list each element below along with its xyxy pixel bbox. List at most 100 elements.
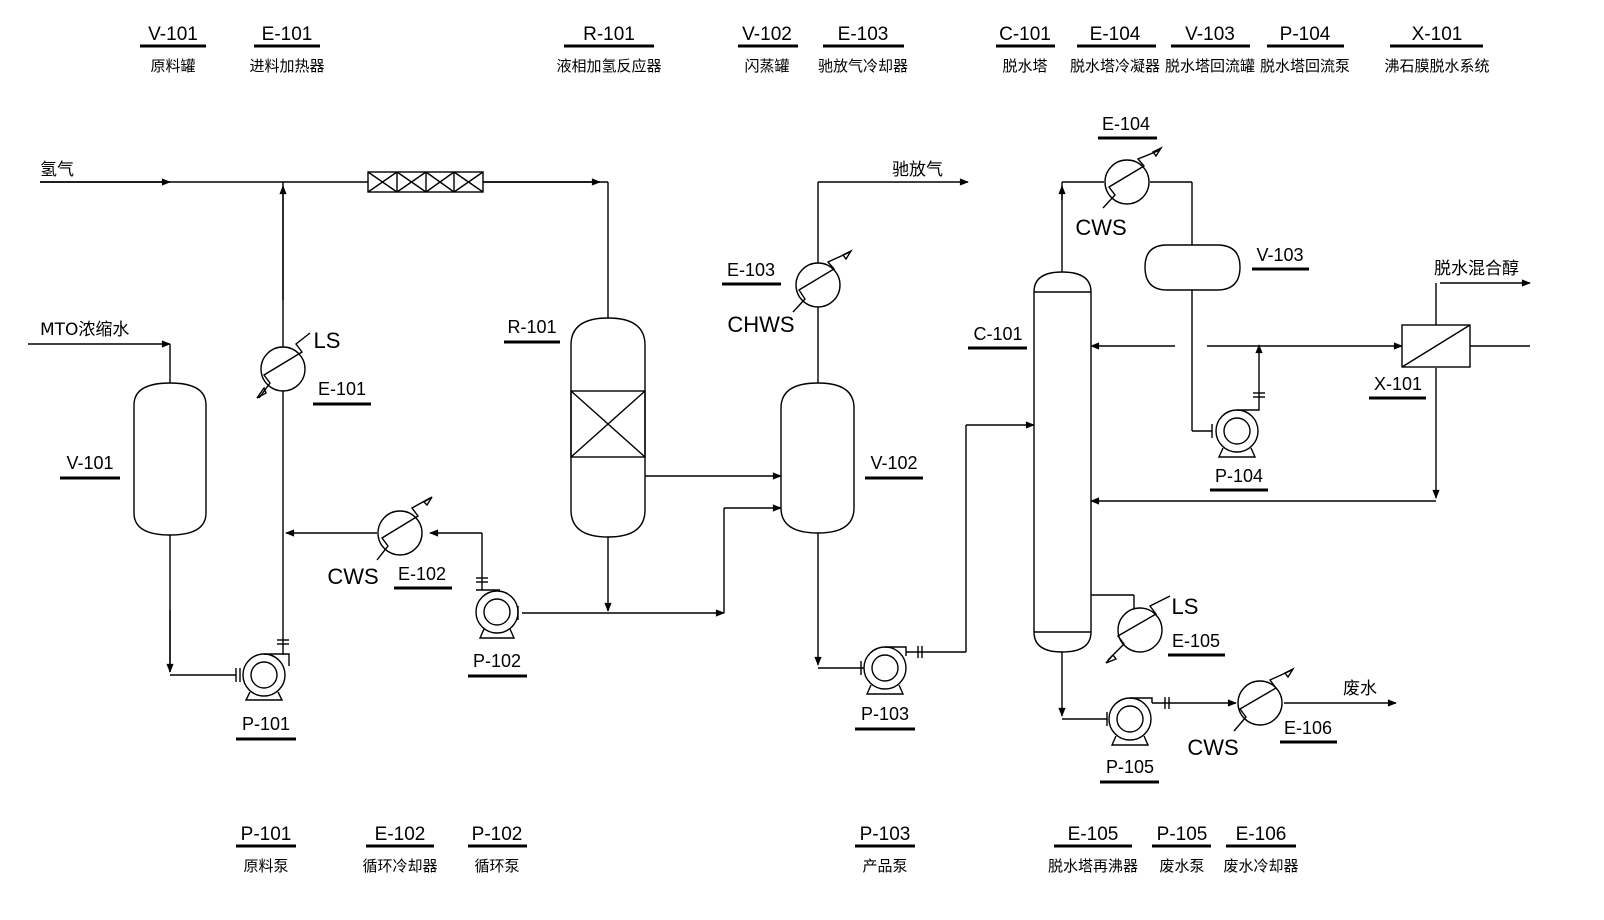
legend-name: 沸石膜脱水系统 xyxy=(1384,57,1489,75)
tag-p105: P-105 xyxy=(1106,757,1154,777)
legend-name: 闪蒸罐 xyxy=(744,57,789,75)
tag-e101: E-101 xyxy=(318,379,366,399)
legend-item-v103: V-103 脱水塔回流罐 xyxy=(1165,24,1255,75)
vessel-v101: V-101 xyxy=(60,382,207,536)
legend-top: V-101 原料罐 E-101 进料加热器 R-101 液相加氢反应器 V-10… xyxy=(140,24,1490,75)
utility-cws-e106: CWS xyxy=(1187,735,1238,760)
utility-chws-e103: CHWS xyxy=(727,312,794,337)
membrane-x101: X-101 xyxy=(1369,283,1471,400)
tag-v103: V-103 xyxy=(1256,245,1303,265)
tag-e106: E-106 xyxy=(1284,718,1332,738)
pump-p102: P-102 xyxy=(468,589,527,678)
legend-item-x101: X-101 沸石膜脱水系统 xyxy=(1384,24,1489,75)
tag-c101: C-101 xyxy=(973,324,1022,344)
legend-bottom: P-101 原料泵 E-102 循环冷却器 P-102 循环泵 P-103 产品… xyxy=(236,824,1299,875)
legend-name: 脱水塔回流罐 xyxy=(1165,57,1255,75)
tag-p102: P-102 xyxy=(473,651,521,671)
utility-cws-e104: CWS xyxy=(1075,215,1126,240)
stream-hydrogen: 氢气 xyxy=(40,160,74,180)
stream-waste-water: 废水 xyxy=(1343,679,1377,699)
tag-x101: X-101 xyxy=(1374,374,1422,394)
tag-v101: V-101 xyxy=(66,453,113,473)
legend-tag: E-102 xyxy=(375,824,426,845)
tag-e103: E-103 xyxy=(727,260,775,280)
exchanger-e106: CWS E-106 xyxy=(1187,667,1337,760)
tag-e104: E-104 xyxy=(1102,114,1150,134)
legend-name: 脱水塔再沸器 xyxy=(1048,857,1138,875)
legend-tag: E-104 xyxy=(1090,24,1141,45)
legend-tag: V-101 xyxy=(148,24,198,45)
legend-item-p104: P-104 脱水塔回流泵 xyxy=(1260,24,1350,75)
piping xyxy=(28,178,1531,720)
static-mixer xyxy=(367,171,484,193)
legend-name: 脱水塔 xyxy=(1002,57,1047,75)
pump-p105: P-105 xyxy=(1100,697,1159,784)
legend-item-v102: V-102 闪蒸罐 xyxy=(738,24,798,75)
reactor-r101: R-101 xyxy=(504,317,646,538)
exchanger-e105: LS E-105 xyxy=(1105,594,1225,664)
legend-tag: R-101 xyxy=(583,24,635,45)
stream-purge-gas: 驰放气 xyxy=(892,160,943,180)
tag-v102: V-102 xyxy=(870,453,917,473)
legend-item-r101: R-101 液相加氢反应器 xyxy=(556,24,661,75)
legend-item-p102: P-102 循环泵 xyxy=(468,824,527,875)
legend-name: 产品泵 xyxy=(862,857,907,875)
pump-p104: P-104 xyxy=(1210,408,1268,492)
legend-name: 循环冷却器 xyxy=(362,857,437,875)
tag-p103: P-103 xyxy=(861,704,909,724)
stream-labels: 氢气 MTO浓缩水 驰放气 脱水混合醇 废水 xyxy=(40,160,1519,699)
legend-item-p101: P-101 原料泵 xyxy=(236,824,296,875)
legend-item-e102: E-102 循环冷却器 xyxy=(362,824,437,875)
tag-p101: P-101 xyxy=(242,714,290,734)
legend-item-v101: V-101 原料罐 xyxy=(140,24,206,75)
tag-e102: E-102 xyxy=(398,564,446,584)
legend-name: 废水冷却器 xyxy=(1223,857,1298,875)
stream-dehydrated-alcohol: 脱水混合醇 xyxy=(1434,259,1519,279)
legend-item-c101: C-101 脱水塔 xyxy=(996,24,1055,75)
legend-item-e101: E-101 进料加热器 xyxy=(249,24,324,75)
legend-tag: P-102 xyxy=(472,824,523,845)
legend-tag: X-101 xyxy=(1412,24,1463,45)
legend-name: 进料加热器 xyxy=(249,57,324,75)
legend-item-p103: P-103 产品泵 xyxy=(855,824,915,875)
legend-name: 循环泵 xyxy=(474,857,519,875)
exchanger-e104: CWS E-104 xyxy=(1075,114,1163,240)
utility-cws-e102: CWS xyxy=(327,564,378,589)
legend-name: 废水泵 xyxy=(1159,857,1204,875)
exchanger-e102: CWS E-102 xyxy=(327,496,452,590)
legend-tag: E-106 xyxy=(1236,824,1287,845)
legend-tag: P-103 xyxy=(860,824,911,845)
legend-item-p105: P-105 废水泵 xyxy=(1152,824,1211,875)
legend-name: 液相加氢反应器 xyxy=(556,57,661,75)
column-c101: C-101 xyxy=(968,271,1092,653)
utility-ls-e101: LS xyxy=(314,328,341,353)
legend-tag: E-101 xyxy=(262,24,313,45)
legend-name: 脱水塔冷凝器 xyxy=(1070,57,1160,75)
legend-name: 脱水塔回流泵 xyxy=(1260,57,1350,75)
legend-name: 原料罐 xyxy=(150,57,195,75)
legend-tag: E-105 xyxy=(1068,824,1119,845)
tag-r101: R-101 xyxy=(507,317,556,337)
exchanger-e101: LS E-101 xyxy=(256,328,371,406)
vessel-v102: V-102 xyxy=(780,382,923,534)
stream-mto-water: MTO浓缩水 xyxy=(40,320,129,340)
equipment: V-101 LS E-101 R-101 CWS E-102 xyxy=(60,114,1471,784)
legend-item-e105: E-105 脱水塔再沸器 xyxy=(1048,824,1138,875)
legend-tag: V-102 xyxy=(742,24,792,45)
legend-tag: P-101 xyxy=(241,824,292,845)
tag-p104: P-104 xyxy=(1215,466,1263,486)
tag-e105: E-105 xyxy=(1172,631,1220,651)
legend-item-e103: E-103 驰放气冷却器 xyxy=(818,24,908,75)
legend-tag: E-103 xyxy=(838,24,889,45)
legend-tag: P-105 xyxy=(1157,824,1208,845)
legend-item-e106: E-106 废水冷却器 xyxy=(1223,824,1298,875)
utility-ls-e105: LS xyxy=(1172,594,1199,619)
legend-tag: C-101 xyxy=(999,24,1051,45)
pump-p101: P-101 xyxy=(235,653,296,741)
legend-name: 驰放气冷却器 xyxy=(818,57,908,75)
legend-item-e104: E-104 脱水塔冷凝器 xyxy=(1070,24,1160,75)
legend-tag: P-104 xyxy=(1280,24,1331,45)
vessel-v103: V-103 xyxy=(1144,244,1309,291)
